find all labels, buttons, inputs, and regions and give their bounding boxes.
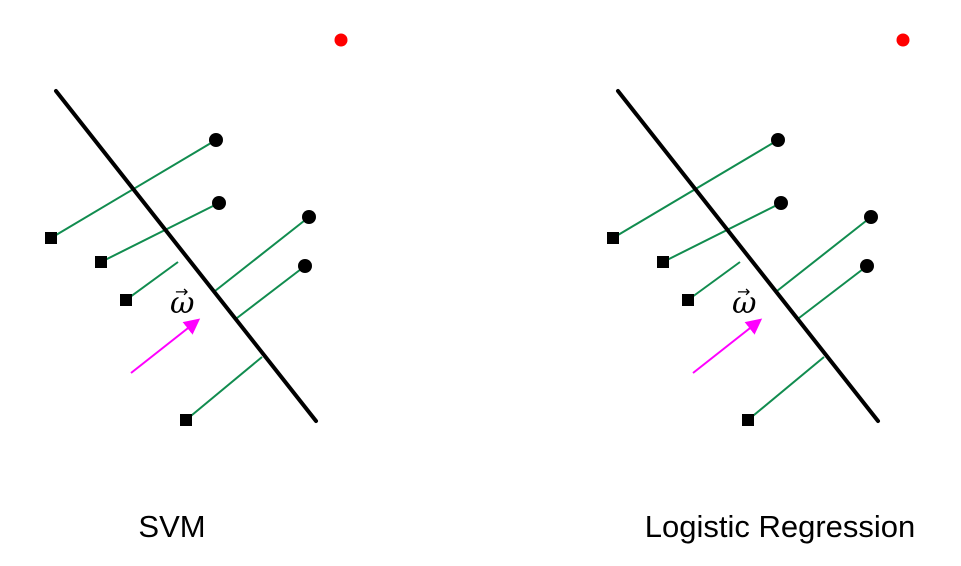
square-point (180, 414, 192, 426)
panel-logistic-regression: ω→ (607, 33, 910, 426)
circle-point (774, 196, 788, 210)
circle-point (771, 133, 785, 147)
projection-line (776, 216, 872, 292)
weight-vector-label: ω (170, 286, 194, 321)
vector-arrow-accent: → (737, 282, 750, 301)
projection-line (798, 265, 868, 319)
projection-line (214, 216, 310, 292)
outlier-point (896, 33, 910, 47)
projection-line (125, 261, 179, 301)
weight-vector-label: ω (732, 286, 756, 321)
projection-line (662, 202, 782, 263)
circle-point (212, 196, 226, 210)
circle-point (864, 210, 878, 224)
vector-arrow-accent: → (175, 282, 188, 301)
square-point (120, 294, 132, 306)
projection-line (100, 202, 220, 263)
circle-point (860, 259, 874, 273)
decision-boundary-line (54, 89, 318, 423)
square-point (682, 294, 694, 306)
projection-line (185, 356, 263, 421)
projection-line (747, 356, 825, 421)
circle-point (298, 259, 312, 273)
square-point (657, 256, 669, 268)
weight-vector-arrow (130, 318, 201, 374)
weight-vector-arrow (692, 318, 763, 374)
projection-line (687, 261, 741, 301)
projection-line (236, 265, 306, 319)
panel-svm: ω→ (45, 33, 348, 426)
circle-point (209, 133, 223, 147)
square-point (45, 232, 57, 244)
square-point (742, 414, 754, 426)
square-point (95, 256, 107, 268)
panel-caption: Logistic Regression (645, 509, 916, 544)
circle-point (302, 210, 316, 224)
panel-caption: SVM (138, 509, 205, 544)
outlier-point (334, 33, 348, 47)
decision-boundary-line (616, 89, 880, 423)
square-point (607, 232, 619, 244)
